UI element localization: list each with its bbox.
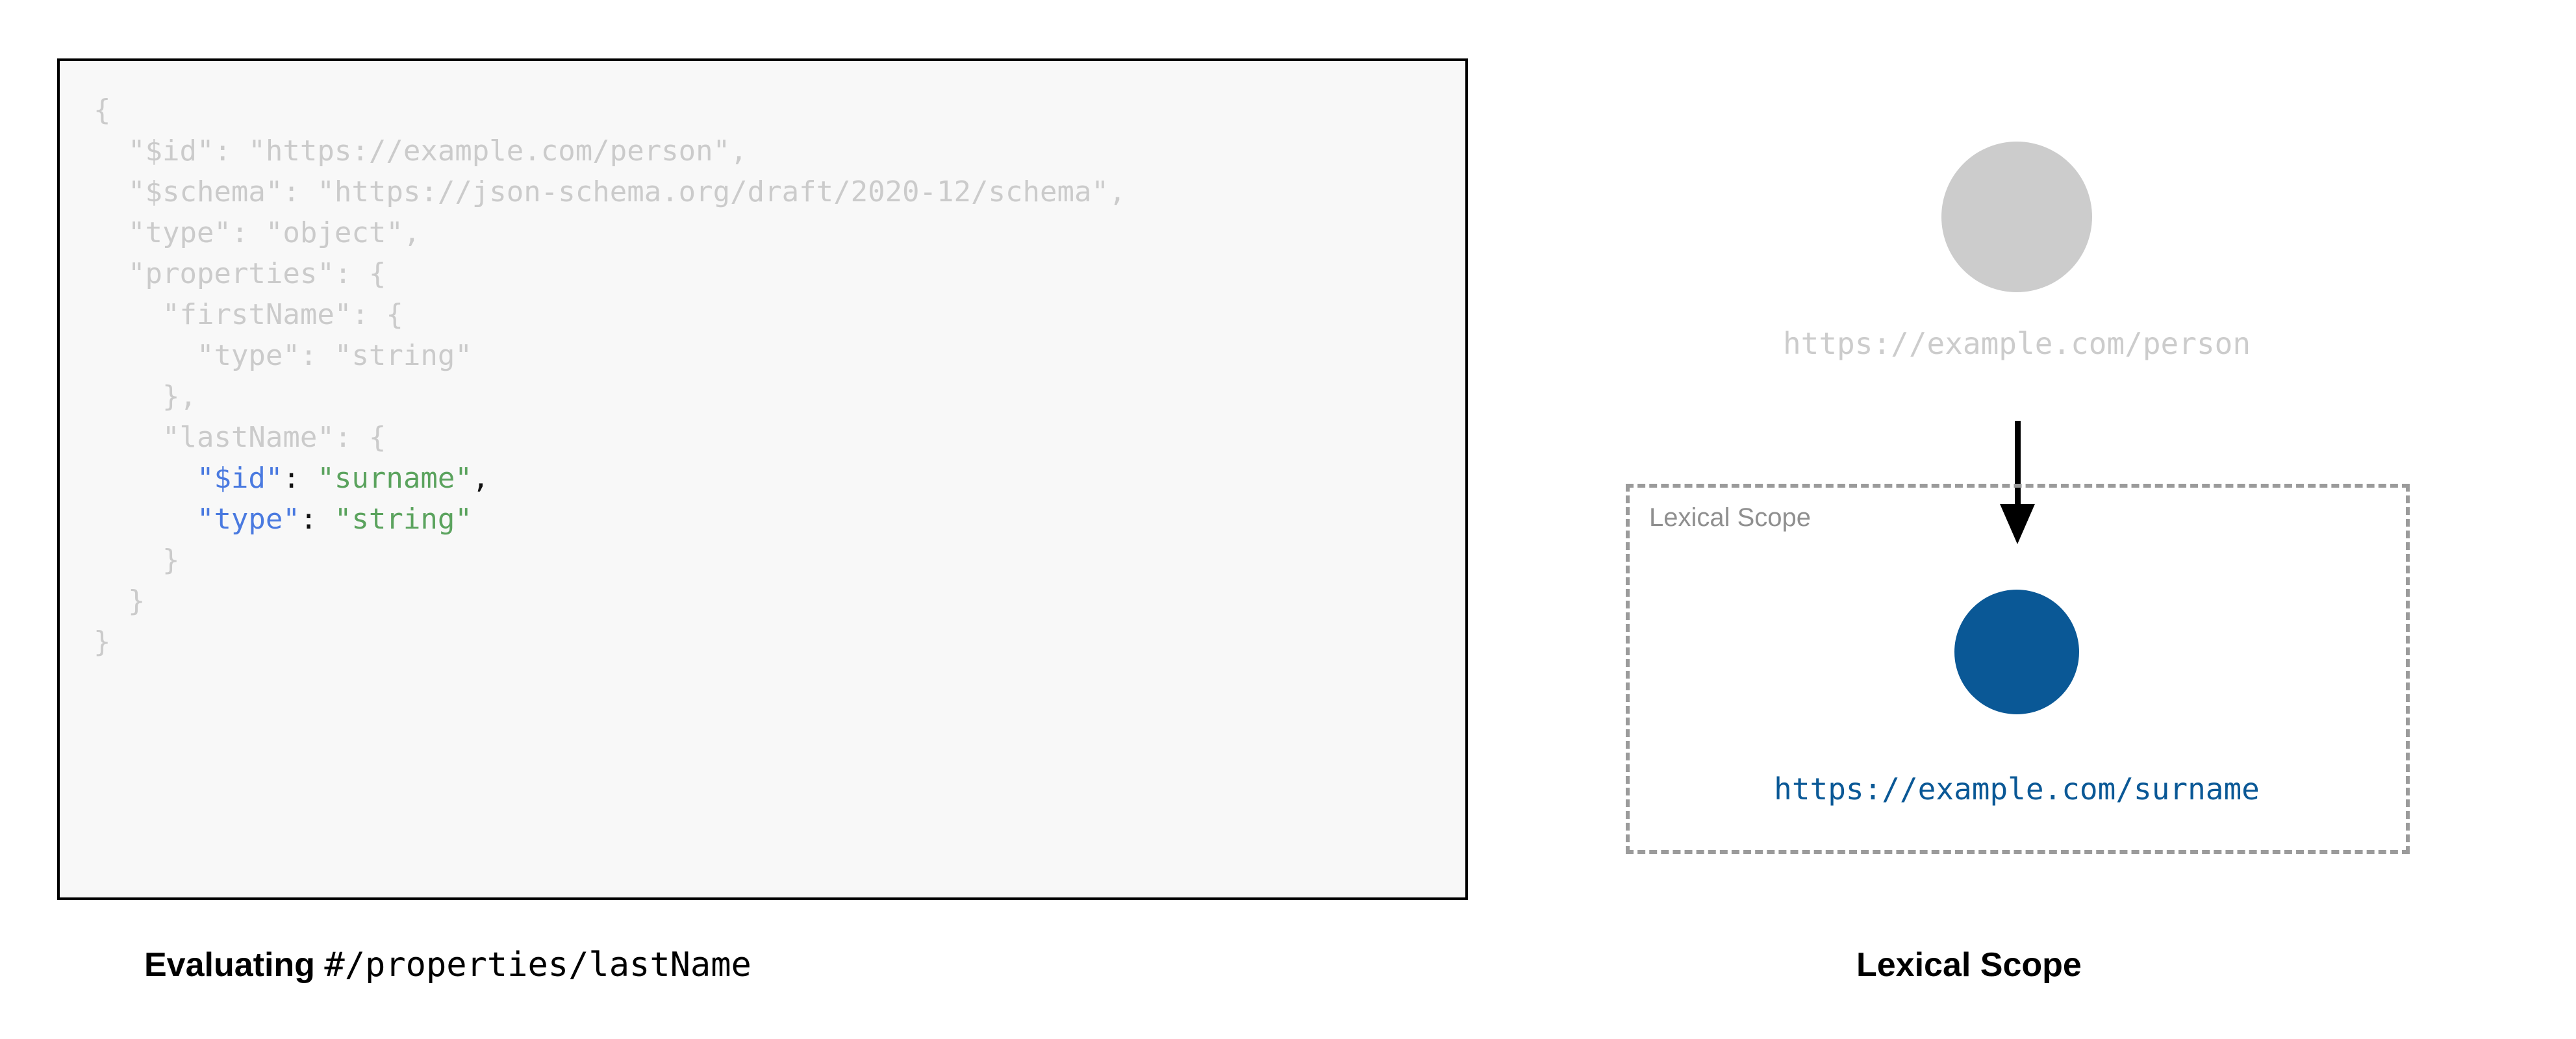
lexical-scope-box: Lexical Scope [1626,484,2410,854]
code-token-punc: : { [334,257,386,290]
code-indent [94,544,162,577]
code-line: { [94,90,1459,131]
code-token-punc: : { [351,298,403,331]
code-indent [94,175,128,208]
code-token-punc: }, [162,380,197,413]
code-token-key: "$schema" [127,175,283,208]
caption-left: Evaluating #/properties/lastName [144,945,751,984]
outer-schema-node-circle [1941,142,2092,292]
code-token-punc: : [283,462,318,495]
code-token-punc: : [299,503,335,536]
code-token-punc: } [94,625,111,658]
code-token-punc: } [162,544,180,577]
code-line: "$id": "surname", [94,458,1459,499]
code-line: "type": "string" [94,335,1459,376]
code-token-key: "firstName" [162,298,352,331]
code-indent [94,421,162,454]
code-indent [94,462,197,495]
code-token-str: "surname" [317,462,472,495]
code-indent [94,503,197,536]
code-token-punc: : { [334,421,386,454]
code-token-punc: { [94,94,111,127]
code-line: } [94,621,1459,662]
containment-arrow-icon [2000,421,2035,544]
code-line: }, [94,376,1459,417]
caption-left-pointer: #/properties/lastName [324,945,751,984]
code-panel: { "$id": "https://example.com/person", "… [57,58,1468,900]
code-token-punc: : [214,134,249,168]
outer-schema-node-label: https://example.com/person [1782,326,2251,361]
code-token-key: "properties" [127,257,335,290]
code-line: "$id": "https://example.com/person", [94,131,1459,171]
code-token-key: "$id" [127,134,214,168]
code-token-key: "type" [196,503,300,536]
code-token-punc: : [299,339,335,372]
code-token-key: "$id" [196,462,283,495]
code-lines: { "$id": "https://example.com/person", "… [94,90,1459,662]
code-token-str: "string" [334,339,472,372]
scope-diagram: https://example.com/person Lexical Scope… [1494,0,2576,1039]
code-line: } [94,581,1459,621]
code-token-punc: , [1108,175,1126,208]
code-token-str: "object" [265,216,403,249]
caption-left-strong: Evaluating [144,946,325,984]
lexical-scope-box-label: Lexical Scope [1649,503,1812,532]
code-token-str: "string" [334,503,472,536]
code-indent [94,216,128,249]
code-line: "type": "object", [94,212,1459,253]
code-token-punc: , [730,134,748,168]
arrow-head [2000,504,2035,544]
code-indent [94,339,197,372]
code-line: "type": "string" [94,499,1459,540]
caption-right: Lexical Scope [1856,945,2082,984]
arrow-shaft [2015,421,2021,510]
code-line: "$schema": "https://json-schema.org/draf… [94,171,1459,212]
code-line: "firstName": { [94,294,1459,335]
code-indent [94,584,128,618]
code-indent [94,298,162,331]
code-indent [94,134,128,168]
code-indent [94,257,128,290]
caption-right-strong: Lexical Scope [1856,946,2082,984]
code-token-punc: , [472,462,490,495]
code-token-str: "https://json-schema.org/draft/2020-12/s… [317,175,1109,208]
code-token-punc: : [231,216,266,249]
code-token-key: "type" [127,216,231,249]
code-token-punc: , [403,216,421,249]
code-token-key: "lastName" [162,421,335,454]
inner-schema-node-label: https://example.com/surname [1774,771,2260,807]
code-line: "properties": { [94,253,1459,294]
code-indent [94,380,162,413]
code-line: } [94,540,1459,581]
code-line: "lastName": { [94,417,1459,458]
code-token-punc: } [127,584,145,618]
code-token-key: "type" [196,339,300,372]
code-token-punc: : [283,175,318,208]
inner-schema-node-circle [1954,590,2079,714]
code-token-str: "https://example.com/person" [248,134,731,168]
